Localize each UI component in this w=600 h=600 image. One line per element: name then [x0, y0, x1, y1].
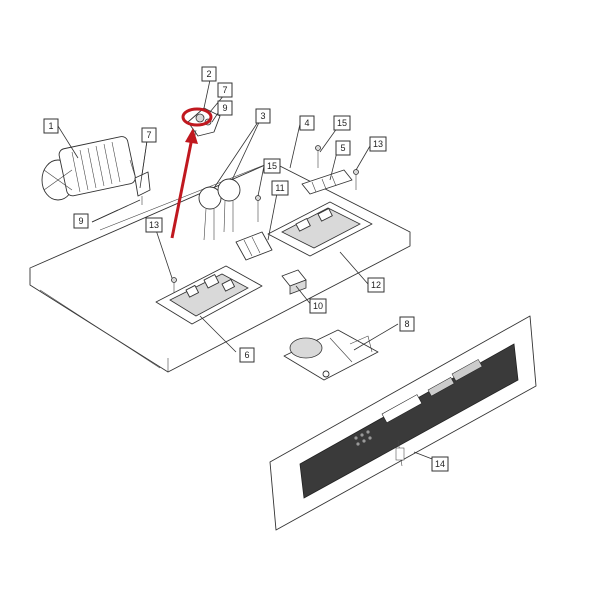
callout-4: 4 [299, 115, 315, 131]
small-module [281, 269, 307, 295]
door-latch-assembly [283, 329, 379, 381]
terminal-strip [301, 169, 353, 195]
svg-text:8: 8 [404, 319, 409, 329]
svg-text:13: 13 [373, 139, 383, 149]
screw-top [315, 145, 321, 168]
callout-9b: 9 [73, 213, 89, 229]
callout-10: 10 [309, 298, 327, 314]
callout-2: 2 [201, 66, 217, 82]
svg-text:7: 7 [222, 85, 227, 95]
upper-control-board [267, 201, 373, 257]
svg-text:11: 11 [275, 183, 284, 193]
callout-1: 1 [43, 118, 59, 134]
convection-fan-assembly [41, 136, 141, 201]
svg-text:4: 4 [304, 118, 309, 128]
control-panel-assembly [269, 315, 537, 531]
svg-text:14: 14 [435, 459, 445, 469]
terminal-block [235, 231, 273, 261]
callout-9a: 9 [217, 100, 233, 116]
svg-text:12: 12 [371, 280, 381, 290]
callout-8: 8 [399, 316, 415, 332]
svg-text:15: 15 [267, 161, 277, 171]
svg-text:7: 7 [146, 130, 151, 140]
callout-13b: 13 [369, 136, 387, 152]
callout-3: 3 [255, 108, 271, 124]
callout-13a: 13 [145, 217, 163, 233]
callout-5: 5 [335, 140, 351, 156]
thermal-fuse-right [217, 178, 241, 233]
fan-bracket [134, 171, 151, 205]
svg-text:2: 2 [206, 69, 211, 79]
svg-text:9: 9 [78, 216, 83, 226]
callout-7b: 7 [141, 127, 157, 143]
callout-15b: 15 [263, 158, 281, 174]
svg-text:15: 15 [337, 118, 347, 128]
callout-7a: 7 [217, 82, 233, 98]
svg-text:3: 3 [260, 111, 265, 121]
callout-14: 14 [431, 456, 449, 472]
svg-text:9: 9 [222, 103, 227, 113]
highlight-marker [170, 107, 213, 239]
callout-15a: 15 [333, 115, 351, 131]
callout-12: 12 [367, 277, 385, 293]
relay-control-board [155, 265, 263, 325]
svg-text:5: 5 [340, 143, 345, 153]
callout-11: 11 [271, 180, 289, 196]
callout-6: 6 [239, 347, 255, 363]
svg-text:13: 13 [149, 220, 159, 230]
svg-text:10: 10 [313, 301, 323, 311]
svg-text:6: 6 [244, 350, 249, 360]
svg-text:1: 1 [48, 121, 53, 131]
thermal-fuse-left [198, 186, 222, 241]
screw-right [353, 169, 359, 190]
